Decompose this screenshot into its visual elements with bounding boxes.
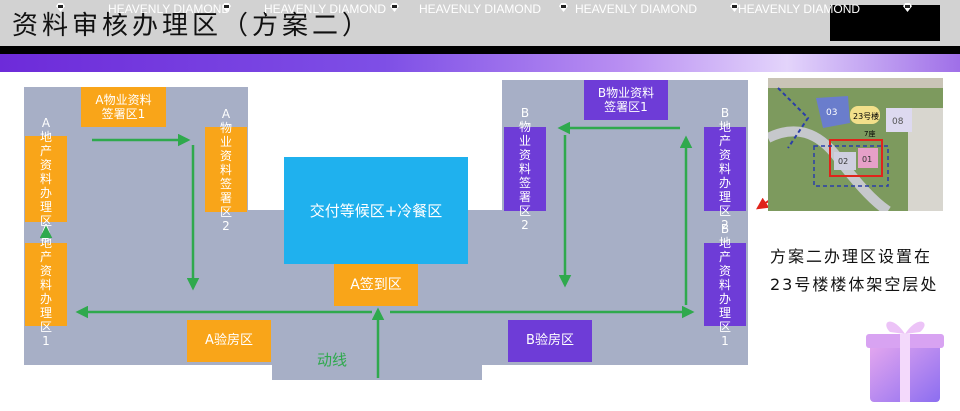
banner-brand-text: HEAVENLY DIAMOND [108,2,231,16]
svg-text:7座: 7座 [864,129,875,138]
zone-b-estate-1: B地产资料办理区1 [704,222,746,348]
diamond-icon [903,3,912,12]
building-23 [850,106,880,124]
gift-box-icon [866,321,944,402]
diamond-icon [730,3,739,12]
header-bar [0,0,960,46]
diamond-icon [222,3,231,12]
diamond-icon [390,3,399,12]
svg-text:03: 03 [826,108,837,118]
banner-brand-text: HEAVENLY DIAMOND [575,2,698,16]
zone-a-estate-1: A地产资料办理区1 [25,222,67,348]
page-title: 资料审核办理区（方案二） [12,11,373,41]
zone-b-property-sign-1: B物业资料签署区1 [584,80,668,120]
svg-text:01: 01 [862,155,872,164]
zone-a-property-sign-1: A物业资料签署区1 [81,87,166,127]
waiting-area: 交付等候区+冷餐区 [284,157,468,264]
svg-text:08: 08 [892,117,904,127]
svg-text:23号楼: 23号楼 [853,111,879,121]
diamond-icon [56,3,65,12]
brand-banner [0,54,960,72]
banner-brand-text: HEAVENLY DIAMOND [264,2,387,16]
svg-text:02: 02 [838,157,848,166]
building-03 [816,96,850,128]
banner-brand-text: HEAVENLY DIAMOND [738,2,861,16]
site-map: 03 23号楼 08 7座 02 01 [768,78,943,211]
zone-a-estate-2: A地产资料办理区2 [25,116,67,242]
banner-brand-text: HEAVENLY DIAMOND [419,2,542,16]
zone-b-inspection: B验房区 [508,320,592,362]
flow-line-label: 动线 [317,351,348,369]
plan-note: 方案二办理区设置在23号楼楼体架空层处 [770,247,939,294]
floor-zone-entrance [272,320,482,380]
zone-a-inspection: A验房区 [187,320,271,362]
zone-b-property-sign-2: B物业资料签署区2 [504,106,546,232]
zone-a-checkin: A签到区 [334,264,418,306]
zone-b-estate-2: B地产资料办理区2 [704,106,746,232]
diamond-icon [559,3,568,12]
header-black-block [830,5,940,41]
zone-a-property-sign-2: A物业资料签署区2 [205,107,247,233]
